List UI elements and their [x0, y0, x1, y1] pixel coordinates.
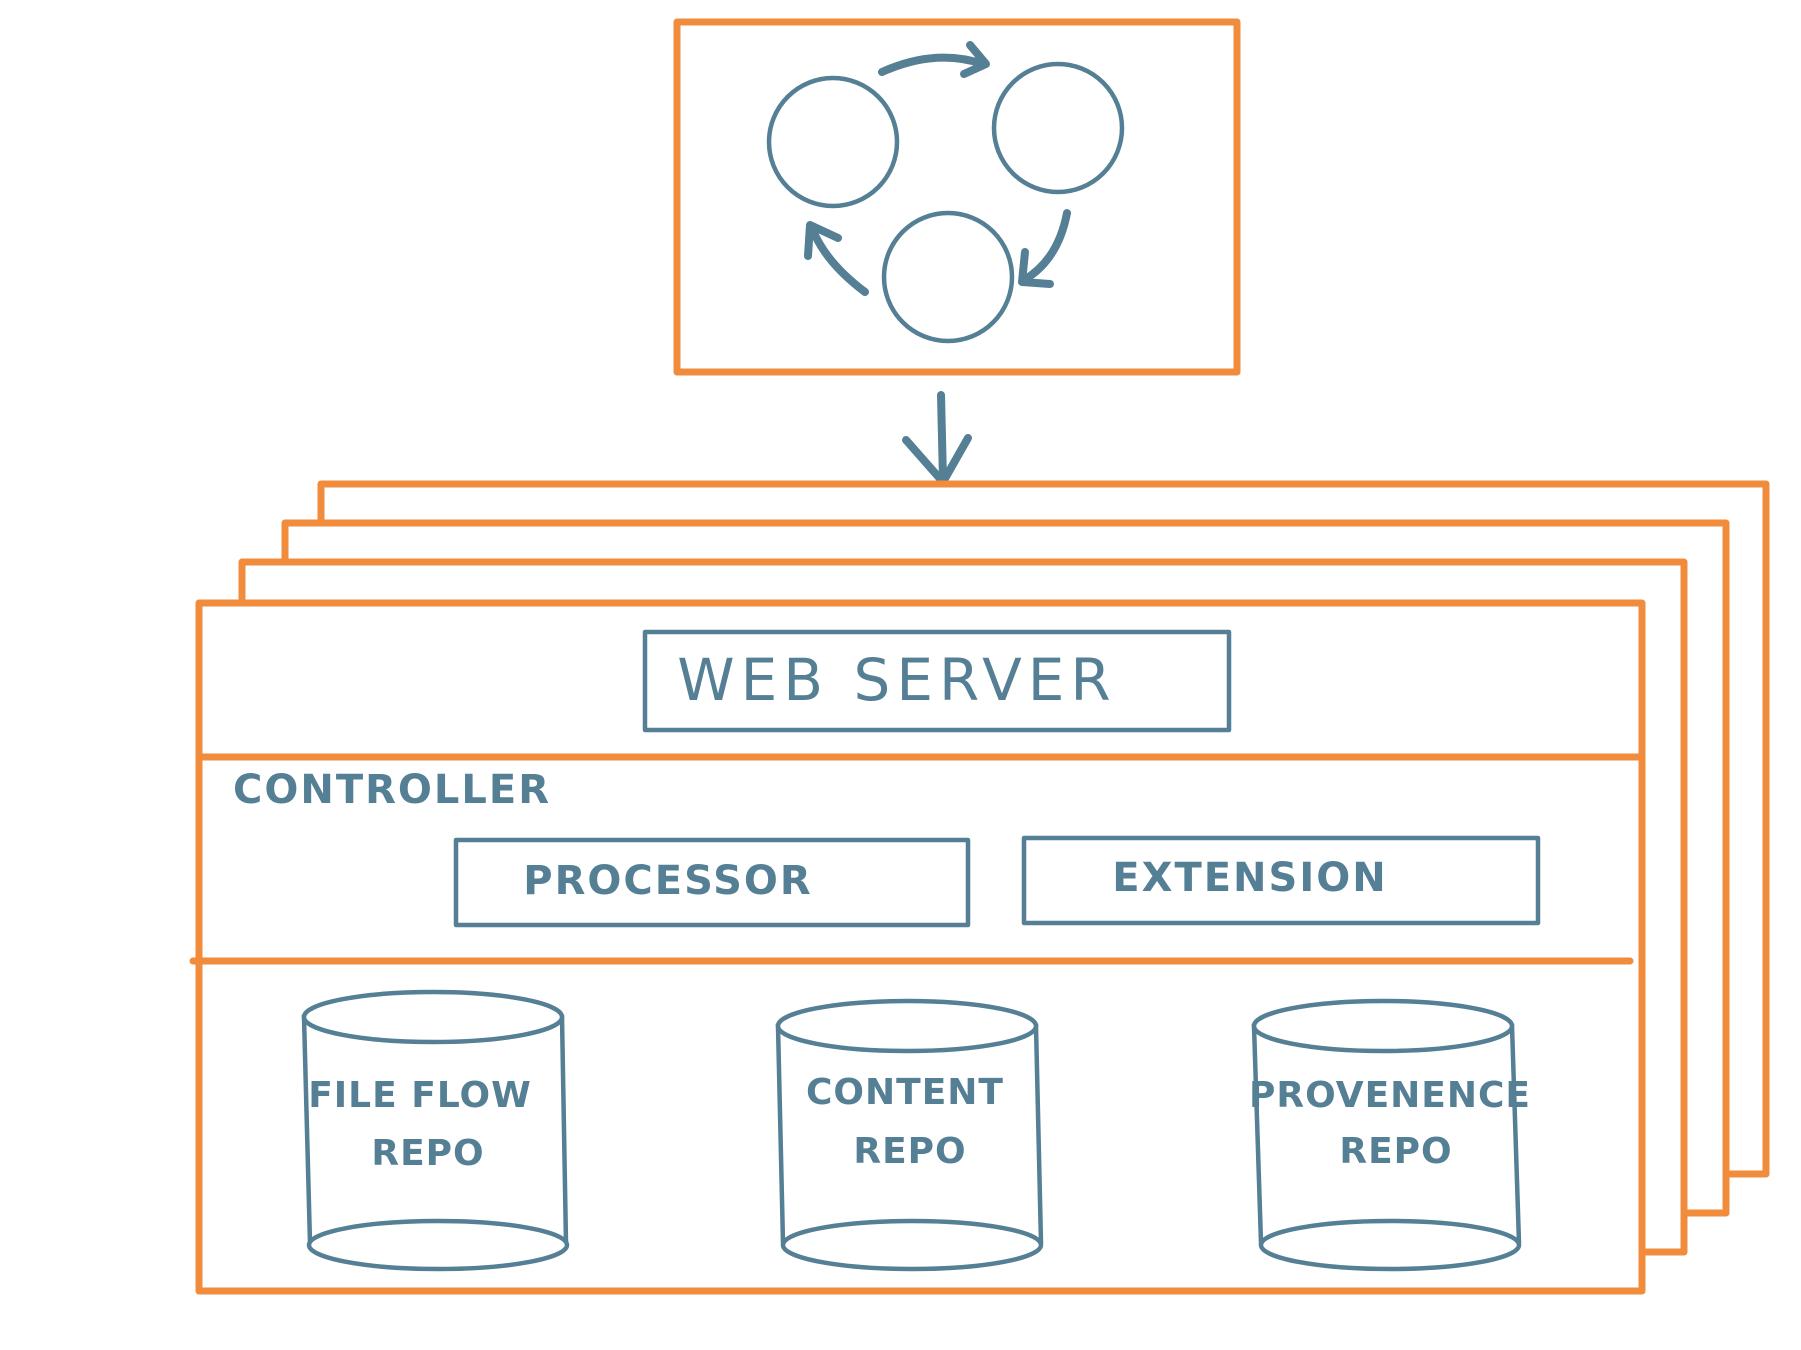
provenence-repo-bottom	[1258, 1218, 1522, 1272]
curved-arrow-icon	[804, 221, 869, 296]
provenence-repo-label-line1: PROVENENCE	[1249, 1075, 1531, 1116]
file-flow-repo-label-line2: REPO	[371, 1133, 484, 1174]
flow-panel	[673, 18, 1241, 376]
content-repo-label-line1: CONTENT	[806, 1072, 1004, 1113]
provenence-repo-top	[1251, 998, 1515, 1054]
down-arrow-icon	[902, 391, 972, 486]
provenence-repo-label-line2: REPO	[1339, 1131, 1452, 1172]
curved-arrow-icon	[878, 41, 990, 78]
layer-stack: WEB SERVER CONTROLLER PROCESSOR EXTENSIO…	[189, 480, 1770, 1295]
flow-node-left	[766, 75, 900, 209]
content-repo-top	[775, 998, 1039, 1054]
processor-label: PROCESSOR	[523, 858, 812, 904]
content-repo-label-line2: REPO	[853, 1131, 966, 1172]
file-flow-repo-bottom	[306, 1218, 570, 1272]
file-flow-repo-cylinder: FILE FLOW REPO	[301, 989, 570, 1272]
web-server-label: WEB SERVER	[677, 646, 1116, 714]
curved-arrow-icon	[1018, 209, 1071, 288]
extension-box	[1021, 835, 1541, 926]
flow-node-bottom	[881, 210, 1015, 344]
extension-label: EXTENSION	[1112, 855, 1387, 901]
file-flow-repo-top	[301, 989, 565, 1045]
content-repo-bottom	[780, 1218, 1044, 1272]
processor-box	[453, 837, 971, 928]
content-repo-cylinder: CONTENT REPO	[775, 998, 1044, 1272]
web-server-box	[642, 629, 1232, 733]
file-flow-repo-label-line1: FILE FLOW	[308, 1075, 532, 1116]
flow-node-right	[991, 61, 1125, 195]
provenence-repo-cylinder: PROVENENCE REPO	[1249, 998, 1531, 1272]
flow-panel-frame	[673, 18, 1241, 376]
controller-label: CONTROLLER	[233, 767, 551, 813]
